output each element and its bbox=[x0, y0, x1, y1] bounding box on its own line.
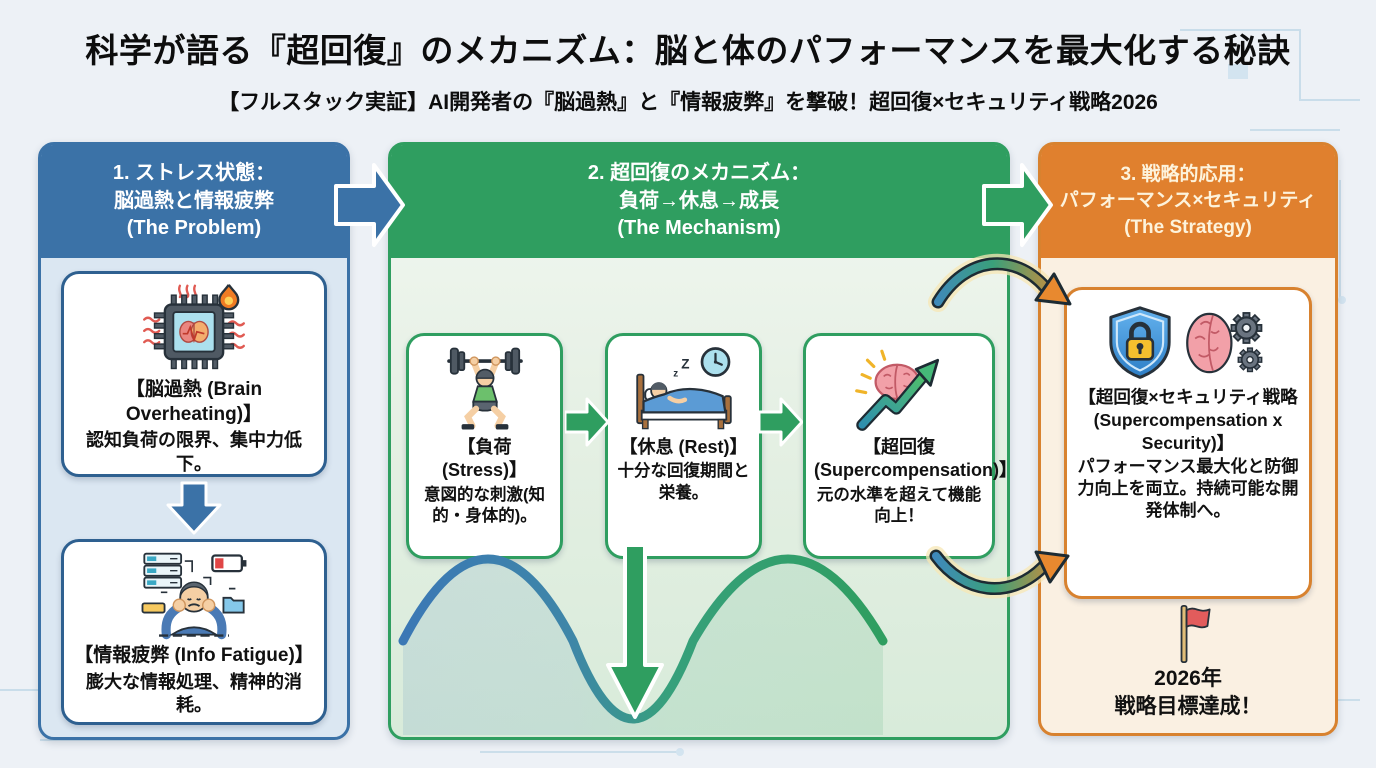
problem-column-header: 1. ストレス状態： 脳過熱と情報疲弊 (The Problem) bbox=[41, 145, 347, 258]
card-desc: パフォーマンス最大化と防御力向上を両立。持続可能な開発体制へ。 bbox=[1077, 457, 1299, 521]
strategy-column: 3. 戦略的応用： パフォーマンス×セキュリティ (The Strategy) bbox=[1038, 142, 1338, 736]
mechanism-column: 2. 超回復のメカニズム： 負荷→休息→成長 (The Mechanism) bbox=[388, 142, 1018, 740]
card-desc: 元の水準を超えて機能向上！ bbox=[816, 485, 982, 526]
info-fatigue-card: 【情報疲弊 (Info Fatigue)】 膨大な情報処理、精神的消耗。 bbox=[61, 539, 327, 725]
down-arrow-icon bbox=[166, 481, 222, 535]
supercompensation-card: 【超回復 (Supercompensation)】 元の水準を超えて機能向上！ bbox=[803, 333, 1018, 559]
right-arrow-icon bbox=[759, 397, 803, 447]
card-title: 【脳過熱 (Brain Overheating)】 bbox=[125, 379, 263, 425]
mechanism-column-header: 2. 超回復のメカニズム： 負荷→休息→成長 (The Mechanism) bbox=[391, 145, 1007, 258]
header-line: 負荷→休息→成長 bbox=[619, 189, 779, 212]
strategy-column-header: 3. 戦略的応用： パフォーマンス×セキュリティ (The Strategy) bbox=[1041, 145, 1335, 258]
goal-year: 2026年 bbox=[1154, 667, 1222, 690]
card-desc: 意図的な刺激(知的・身体的)。 bbox=[424, 485, 545, 526]
goal-text: 戦略目標達成！ bbox=[1114, 695, 1262, 719]
flow-arrow-problem-to-mechanism-icon bbox=[334, 163, 405, 247]
card-desc: 十分な回復期間と栄養。 bbox=[617, 462, 750, 502]
supercompensation-wave-curve bbox=[398, 554, 888, 735]
goal-block: 2026年 戦略目標達成！ bbox=[1041, 603, 1335, 722]
card-title: 【休息 (Rest)】 bbox=[619, 437, 748, 457]
brain-growth-icon bbox=[855, 349, 940, 431]
header-line: 1. ストレス状態： bbox=[112, 162, 276, 185]
header-line: 3. 戦略的応用： bbox=[1120, 164, 1256, 186]
card-title: 【超回復×セキュリティ戦略 (Supercompensation x Secur… bbox=[1078, 387, 1298, 453]
stress-card: 【負荷 (Stress)】 意図的な刺激(知的・身体的)。 bbox=[406, 333, 563, 559]
flow-arrow-mechanism-to-strategy-icon bbox=[982, 163, 1053, 247]
page-subtitle: 【フルスタック実証】AI開発者の『脳過熱』と『情報疲弊』を撃破！超回復×セキュリ… bbox=[218, 91, 1158, 114]
brain-overheating-card: 【脳過熱 (Brain Overheating)】 認知負荷の限界、集中力低下。 bbox=[61, 271, 327, 477]
card-desc: 認知負荷の限界、集中力低下。 bbox=[86, 430, 302, 474]
brain-gears-icon bbox=[1186, 312, 1263, 374]
header-line: (The Problem) bbox=[126, 217, 262, 240]
strategy-card: 【超回復×セキュリティ戦略 (Supercompensation x Secur… bbox=[1064, 287, 1312, 599]
goal-flag-icon bbox=[1180, 604, 1211, 664]
svg-text:z: z bbox=[673, 368, 678, 379]
sleep-rest-icon: z Z bbox=[635, 347, 732, 430]
problem-column: 1. ストレス状態： 脳過熱と情報疲弊 (The Problem) bbox=[38, 142, 350, 740]
shield-lock-icon bbox=[1109, 306, 1171, 379]
header-line: パフォーマンス×セキュリティ bbox=[1059, 190, 1317, 212]
card-title: 【負荷 (Stress)】 bbox=[441, 437, 528, 481]
trough-down-arrow-icon bbox=[606, 543, 664, 719]
header-line: (The Strategy) bbox=[1124, 216, 1252, 238]
header-line: 脳過熱と情報疲弊 bbox=[114, 189, 274, 212]
header-line: (The Mechanism) bbox=[617, 217, 781, 240]
header-line: 2. 超回復のメカニズム： bbox=[587, 162, 811, 185]
svg-text:Z: Z bbox=[681, 356, 689, 371]
card-desc: 膨大な情報処理、精神的消耗。 bbox=[86, 671, 302, 716]
info-overload-fatigue-icon bbox=[141, 552, 247, 640]
right-arrow-icon bbox=[565, 397, 609, 447]
rest-card: z Z 【休息 (Rest)】 十分な回復期間と栄養。 bbox=[605, 333, 762, 559]
card-title: 【情報疲弊 (Info Fatigue)】 bbox=[74, 645, 314, 666]
page-title: 科学が語る『超回復』のメカニズム：脳と体のパフォーマンスを最大化する秘訣 bbox=[85, 32, 1291, 69]
weightlifter-icon bbox=[446, 347, 523, 430]
card-title: 【超回復 (Supercompensation)】 bbox=[814, 437, 1018, 481]
brain-chip-overheat-icon bbox=[143, 284, 245, 370]
